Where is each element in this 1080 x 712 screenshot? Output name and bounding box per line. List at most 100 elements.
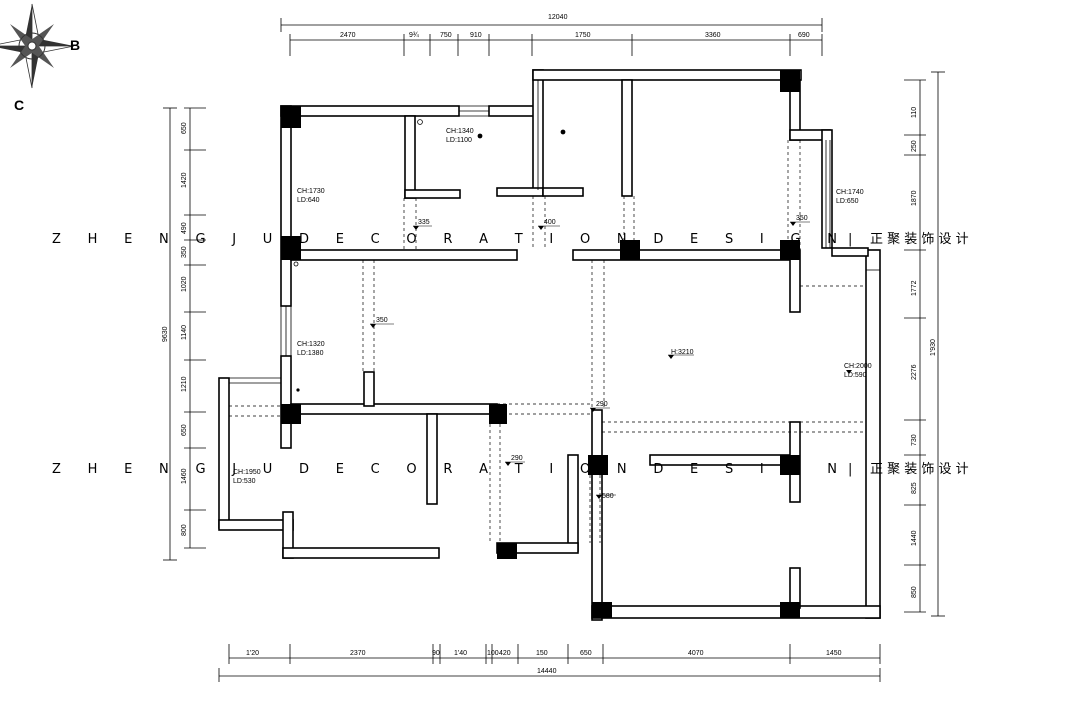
right-dim-5: 2276 xyxy=(911,364,918,380)
annotations: CH:1340 LD:1100 CH:1730 LD:640 CH:1740 L… xyxy=(233,128,872,500)
wall-bay-right xyxy=(821,129,833,249)
wall-left-lower xyxy=(280,355,292,449)
watermark-upper-en: Z H E N G J U D E C O R A T I O N D E S … xyxy=(52,232,837,247)
right-dim-6: 730 xyxy=(911,434,918,446)
top-dim-7: 690 xyxy=(798,32,810,39)
watermark-upper-sep: | xyxy=(848,232,852,247)
wall-mid-right xyxy=(572,249,798,261)
windows xyxy=(229,80,880,384)
right-dim-labels: 110 250 1870 1772 2276 730 825 1440 850 … xyxy=(911,107,937,598)
left-total-dim: 9630 xyxy=(162,326,169,342)
wall-top-right xyxy=(532,69,802,81)
top-dim-1: 2470 xyxy=(340,32,356,39)
beam-lines xyxy=(229,140,866,543)
wall-partition-b-foot xyxy=(496,187,544,197)
annotation-ld-5: LD:530 xyxy=(233,478,256,485)
left-dim-6: 1140 xyxy=(181,325,188,340)
bottom-dimensions xyxy=(218,644,881,682)
wall-right-exterior xyxy=(865,249,881,619)
bottom-dim-9: 4070 xyxy=(688,650,704,657)
wall-bottom-right xyxy=(591,605,881,619)
level-value-1: 335 xyxy=(418,219,430,226)
level-marker-lines xyxy=(370,221,810,496)
wall-partition-a xyxy=(404,115,416,199)
bottom-dim-4: 1'40 xyxy=(454,650,467,657)
right-dim-2: 250 xyxy=(911,140,918,152)
left-dim-5: 1020 xyxy=(181,276,188,292)
left-dim-2: 1420 xyxy=(181,172,188,188)
left-dim-labels: 650 1420 490 350 1020 1140 1210 650 1460… xyxy=(162,122,188,536)
wall-partition-d xyxy=(621,79,633,197)
bottom-total-dim: 14440 xyxy=(537,668,557,675)
level-value-6: 290 xyxy=(511,455,523,462)
wall-partition-e xyxy=(426,413,438,505)
right-dim-4: 1772 xyxy=(911,280,918,296)
bottom-dim-6: 420 xyxy=(499,650,511,657)
top-dimensions xyxy=(280,18,823,56)
watermark-lower-sep: | xyxy=(848,462,852,477)
bottom-dim-10: 1450 xyxy=(826,650,842,657)
wall-lower-horizontal xyxy=(290,403,498,415)
wall-partition-f xyxy=(649,454,791,466)
left-dim-3: 490 xyxy=(181,222,188,234)
wall-right-join xyxy=(831,247,869,257)
level-markers xyxy=(370,222,852,499)
annotation-ld-1: LD:1100 xyxy=(446,137,472,144)
wall-partition-a-foot xyxy=(404,189,461,199)
annotation-ld-3: LD:650 xyxy=(836,198,859,205)
compass-south-label: C xyxy=(14,97,24,113)
left-dim-1: 650 xyxy=(181,122,188,134)
bottom-dim-8: 650 xyxy=(580,650,592,657)
right-dimensions xyxy=(904,71,945,617)
annotation-ch-6: CH:2000 xyxy=(844,363,872,370)
watermark-lower-cn: 正 聚 装 饰 设 计 xyxy=(870,462,969,477)
annotation-ld-6: LD:590 xyxy=(844,372,867,379)
annotation-ld-2: LD:640 xyxy=(297,197,320,204)
compass-rose-icon xyxy=(0,3,75,89)
right-total-dim: 1'930 xyxy=(930,339,937,356)
top-total-dim: 12040 xyxy=(548,14,568,21)
right-dim-7: 825 xyxy=(911,482,918,494)
wall-kitchen-left xyxy=(567,454,579,552)
wall-bottom-far-left xyxy=(218,519,294,531)
top-dim-4: 910 xyxy=(470,32,482,39)
wall-mid-left xyxy=(290,249,518,261)
top-dim-5: 1750 xyxy=(575,32,591,39)
level-value-2: 400 xyxy=(544,219,556,226)
right-dim-1: 110 xyxy=(911,107,918,118)
annotation-ch-1: CH:1340 xyxy=(446,128,474,135)
bottom-dim-2: 2370 xyxy=(350,650,366,657)
compass-east-label: B xyxy=(70,37,80,53)
right-dim-3: 1870 xyxy=(911,190,918,206)
watermark-lower-en: Z H E N G J U D E C O R A T I O N D E S … xyxy=(52,462,837,477)
wall-left-upper xyxy=(280,105,292,307)
bottom-dim-1: 1'20 xyxy=(246,650,259,657)
bottom-dim-7: 150 xyxy=(536,650,548,657)
watermark-upper-cn: 正 聚 装 饰 设 计 xyxy=(870,232,969,247)
level-value-5: 290 xyxy=(596,401,608,408)
top-dim-6: 3360 xyxy=(705,32,721,39)
wall-bottom-left xyxy=(282,547,440,559)
wall-partition-c-foot xyxy=(542,187,584,197)
annotation-ch-4: CH:1320 xyxy=(297,341,325,348)
watermark-upper: Z H E N G J U D E C O R A T I O N D E S … xyxy=(52,232,969,247)
right-dim-9: 850 xyxy=(911,586,918,598)
left-dim-7: 1210 xyxy=(181,376,188,392)
left-dimensions xyxy=(163,107,206,561)
fixtures xyxy=(293,119,566,392)
top-dim-3: 750 xyxy=(440,32,452,39)
left-dim-10: 800 xyxy=(181,524,188,536)
annotation-ch-2: CH:1730 xyxy=(297,188,325,195)
annotation-h-1: H:3210 xyxy=(671,349,694,356)
watermark-lower: Z H E N G J U D E C O R A T I O N D E S … xyxy=(52,462,969,477)
wall-stub-lower xyxy=(363,371,375,407)
wall-far-left xyxy=(218,377,230,529)
columns xyxy=(281,70,800,618)
annotation-ld-4: LD:1380 xyxy=(297,350,324,357)
right-dim-8: 1440 xyxy=(911,530,918,546)
wall-lower-right-left xyxy=(591,409,603,621)
left-dim-4: 350 xyxy=(181,246,188,258)
level-value-3: 350 xyxy=(796,215,808,222)
annotation-ch-3: CH:1740 xyxy=(836,189,864,196)
